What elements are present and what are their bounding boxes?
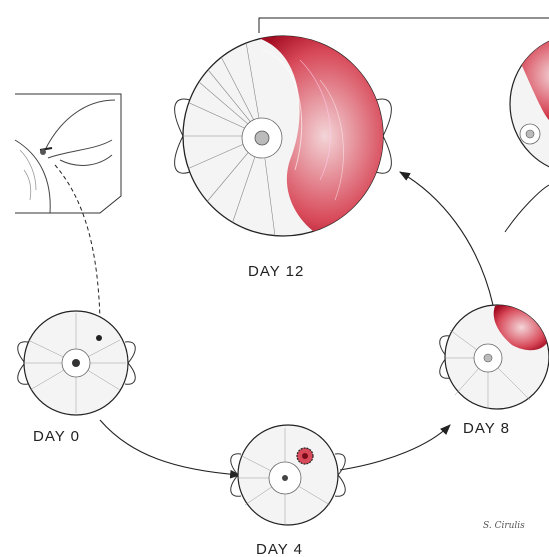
arrow-day4-to-day8 bbox=[340, 425, 450, 470]
eyeball-icon-day0 bbox=[18, 311, 135, 415]
label-day12: DAY 12 bbox=[248, 263, 304, 280]
eyeball-icon-day8 bbox=[440, 305, 549, 409]
eyeball-icon-day12 bbox=[175, 36, 400, 236]
artist-signature: S. Cirulis bbox=[483, 521, 525, 531]
leader-line-right bbox=[505, 185, 549, 232]
label-day0: DAY 0 bbox=[33, 428, 80, 445]
label-day4: DAY 4 bbox=[256, 541, 303, 557]
inoculation-hand-icon bbox=[15, 94, 121, 213]
eyeball-icon-day4 bbox=[231, 425, 345, 525]
eyeball-icon-cropped bbox=[510, 30, 549, 174]
label-day8: DAY 8 bbox=[463, 420, 510, 437]
leader-line-top bbox=[259, 18, 549, 33]
dashed-inoculation-line bbox=[55, 165, 100, 320]
arrow-day0-to-day4 bbox=[100, 420, 240, 475]
arrow-day8-to-day12 bbox=[400, 172, 493, 305]
